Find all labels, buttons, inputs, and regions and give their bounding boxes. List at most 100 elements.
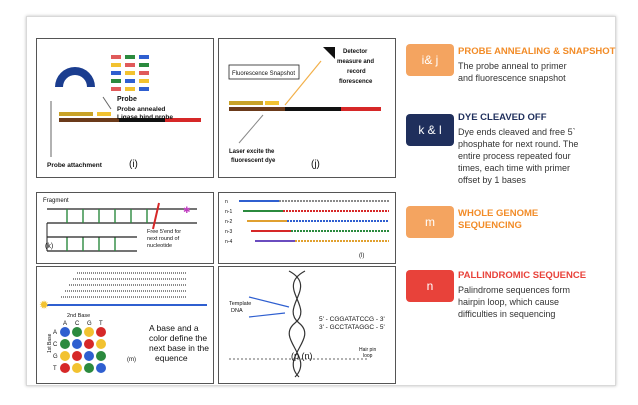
- label-snapshot: Fluorescence Snapshot: [232, 71, 295, 77]
- label-probe-attachment: Probe attachment: [47, 162, 103, 169]
- right-panel: [398, 18, 613, 382]
- label-first-base: 1st Base: [47, 333, 53, 353]
- color-grid: [60, 327, 106, 373]
- badge-k-l: k & l: [406, 114, 454, 146]
- label-fragment: Fragment: [43, 198, 69, 204]
- panel-fluorescence-snapshot: Fluorescence Snapshot Detector measure a…: [218, 38, 396, 178]
- label-dye: fluorescent dye: [231, 158, 276, 164]
- cleave-mark: [152, 202, 160, 230]
- label-detector: Detector: [343, 49, 368, 55]
- item-title-palindromic: PALLINDROMIC SEQUENCE: [458, 270, 587, 281]
- text-line-3: next base in the: [149, 343, 209, 353]
- template-strand: [59, 118, 119, 122]
- desc-line: phosphate for next round. The: [458, 139, 579, 149]
- row-label-n1: n-1: [225, 209, 232, 215]
- primer-bar: [229, 101, 263, 105]
- palindrome-seq-2: 3' - GCCTATAGGC - 5': [319, 324, 385, 331]
- probe-segment: [97, 112, 111, 116]
- item-desc-dye: Dye ends cleaved and free 5` phosphate f…: [458, 126, 608, 186]
- probe-segment: [265, 101, 279, 105]
- cleave-diagram: Fragment ✱ (k) Free 5'end for next round…: [43, 198, 197, 252]
- item-title-probe-annealing: PROBE ANNEALING & SNAPSHOT: [458, 46, 616, 57]
- desc-line: times, each time with primer: [458, 163, 571, 173]
- fluorescence-diagram: Fluorescence Snapshot Detector measure a…: [228, 47, 381, 170]
- template-red: [341, 107, 381, 111]
- label-dna: DNA: [231, 308, 243, 314]
- title-line: WHOLE GENOME: [458, 208, 539, 219]
- badge-m: m: [406, 206, 454, 238]
- desc-line: Palindrome sequences form: [458, 285, 571, 295]
- label-laser: Laser excite the: [229, 149, 275, 155]
- read-lines: [61, 272, 187, 298]
- color-coding-diagram: ✹ 2nd Base A C G T A C G T 1st Base A ba…: [39, 272, 209, 373]
- label-next-round: next round of: [147, 236, 180, 242]
- badge-i-j: i& j: [406, 44, 454, 76]
- probe-color-grid: [111, 55, 149, 91]
- item-desc-palindromic: Palindrome sequences form hairpin loop, …: [458, 284, 608, 320]
- title-line: SEQUENCING: [458, 220, 522, 231]
- panel-dye-cleaved: Fragment ✱ (k) Free 5'end for next round…: [36, 192, 214, 264]
- panel-tag-n: (p (n): [291, 351, 313, 361]
- badge-n: n: [406, 270, 454, 302]
- row-label-n4: n-4: [225, 239, 232, 245]
- col-G: G: [87, 321, 92, 327]
- ligase-arch-icon: [55, 67, 95, 87]
- hairpin-diagram: Template DNA 5' - CGGATATCCG - 3' 3' - G…: [229, 270, 385, 378]
- label-free-5: Free 5'end for: [147, 229, 181, 235]
- row-label-n2: n-2: [225, 219, 232, 225]
- emission-beam: [284, 60, 322, 106]
- label-second-base: 2nd Base: [67, 313, 90, 319]
- template-strand: [229, 107, 285, 111]
- col-A: A: [63, 321, 67, 327]
- panel-tag-j: (j): [311, 159, 320, 170]
- snapshot-box: [228, 64, 300, 80]
- dna-strand-1: [288, 270, 306, 378]
- col-C: C: [75, 321, 80, 327]
- label-probe: Probe: [117, 96, 137, 103]
- panel-tag-m: (m): [127, 357, 136, 363]
- template-black: [285, 107, 341, 111]
- row-G: G: [53, 354, 58, 360]
- item-desc-probe: The probe anneal to primer and fluoresce…: [458, 60, 608, 84]
- desc-line: offset by 1 bases: [458, 175, 526, 185]
- col-T: T: [99, 321, 103, 327]
- primer-bar: [59, 112, 93, 116]
- label-ligase: Ligase bind probe: [117, 114, 173, 121]
- panel-color-coding: ✹ 2nd Base A C G T A C G T 1st Base A ba…: [36, 266, 214, 384]
- probe-attachment-diagram: Probe Probe annealed Ligase bind probe P…: [47, 55, 201, 170]
- panel-probe-attachment: Probe Probe annealed Ligase bind probe P…: [36, 38, 214, 178]
- desc-line: hairpin loop, which cause: [458, 297, 560, 307]
- dna-strand-2: [288, 270, 306, 378]
- laser-arrow: [238, 114, 264, 144]
- panel-tag-l: (l): [359, 253, 364, 259]
- panel-tag-k: (k): [45, 243, 53, 250]
- palindrome-seq-1: 5' - CGGATATCCG - 3': [319, 316, 385, 323]
- label-loop: loop: [363, 353, 373, 359]
- text-line-1: A base and a: [149, 323, 199, 333]
- row-A: A: [53, 330, 57, 336]
- detector-icon: [323, 47, 335, 59]
- desc-line: Dye ends cleaved and free 5`: [458, 127, 576, 137]
- row-label-n3: n-3: [225, 229, 232, 235]
- pointer-arrow: [248, 296, 290, 308]
- desc-line: The probe anneal to primer: [458, 61, 567, 71]
- template-red: [165, 118, 201, 122]
- label-nucleotide: nucleotide: [147, 243, 172, 249]
- text-line-2: color define the: [149, 333, 207, 343]
- dye-star-icon: ✱: [183, 205, 191, 215]
- desc-line: entire process repeated four: [458, 151, 571, 161]
- item-title-dye-cleaved: DYE CLEAVED OFF: [458, 112, 547, 123]
- label-probe-annealed: Probe annealed: [117, 106, 165, 113]
- panel-primer-offset: n n-1 n-2 n-3 n-4 (l): [218, 192, 396, 264]
- label-measure: measure and: [337, 59, 374, 65]
- row-C: C: [53, 342, 58, 348]
- label-record: record: [347, 69, 366, 75]
- desc-line: difficulties in sequencing: [458, 309, 556, 319]
- text-line-4: equence: [155, 353, 188, 363]
- light-burst-icon: ✹: [39, 298, 49, 312]
- desc-line: and fluorescence snapshot: [458, 73, 566, 83]
- panel-tag-i: (i): [129, 159, 138, 170]
- offset-diagram: n n-1 n-2 n-3 n-4 (l): [225, 199, 389, 259]
- offset-rows: [239, 200, 389, 242]
- label-hairpin: Hair pin: [359, 347, 376, 353]
